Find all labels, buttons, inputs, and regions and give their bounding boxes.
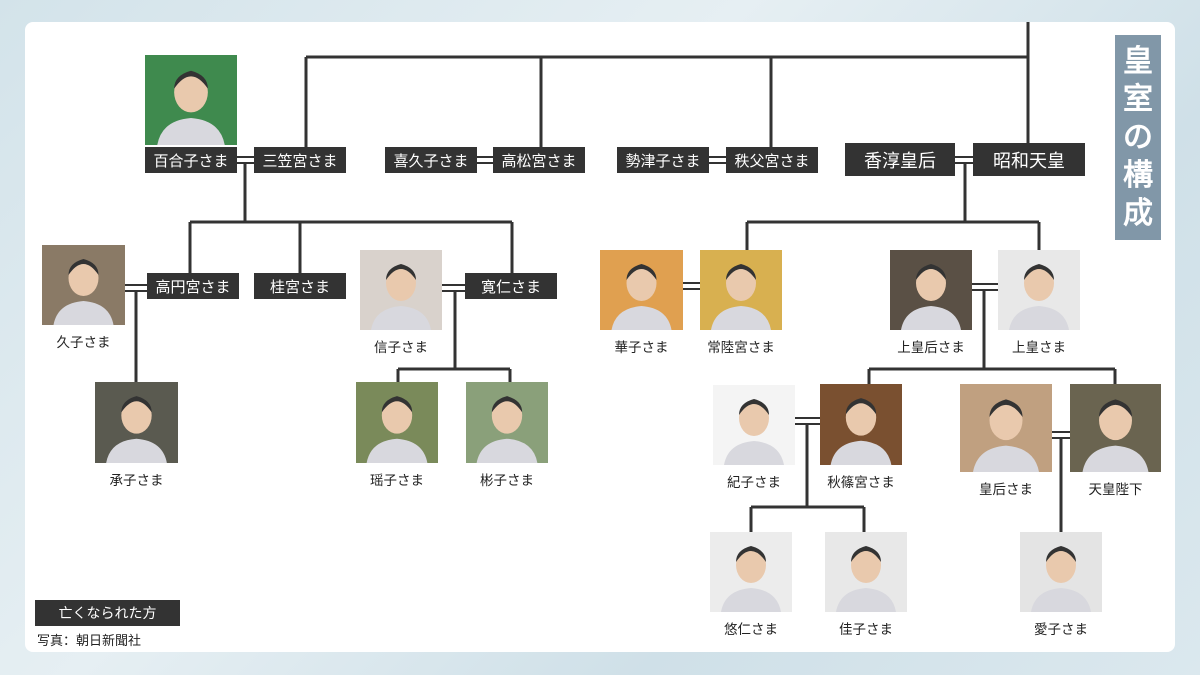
name-label-joukougou: 上皇后さま xyxy=(897,340,965,356)
photo-akishino xyxy=(820,384,902,465)
photo-kougou xyxy=(960,384,1052,472)
name-label-nobuko: 信子さま xyxy=(374,340,428,356)
person-icon xyxy=(476,396,538,463)
photo-nobuko xyxy=(360,250,442,330)
deceased-box-showa: 昭和天皇 xyxy=(973,143,1085,176)
name-label-hisako: 久子さま xyxy=(56,335,111,351)
deceased-box-yuriko: 百合子さま xyxy=(145,147,237,173)
photo-kako xyxy=(825,532,907,612)
title-char: 構 xyxy=(1123,157,1153,193)
person-icon xyxy=(711,264,771,330)
name-label-kougou: 皇后さま xyxy=(979,482,1033,498)
person-icon xyxy=(371,264,431,330)
photo-tsuguko xyxy=(95,382,178,463)
person-icon xyxy=(1031,546,1091,612)
person-icon xyxy=(157,70,225,145)
person-icon xyxy=(106,396,167,463)
person-icon xyxy=(724,399,784,465)
name-label-hanako: 華子さま xyxy=(614,340,669,356)
name-label-joukou: 上皇さま xyxy=(1012,340,1066,356)
photo-kiko xyxy=(713,385,795,465)
person-icon xyxy=(830,398,892,465)
photo-credit: 写真：朝日新聞社 xyxy=(37,634,142,649)
name-label-aiko: 愛子さま xyxy=(1034,622,1088,638)
deceased-box-katsura: 桂宮さま xyxy=(254,273,346,299)
title-char: 成 xyxy=(1123,195,1153,231)
name-label-akishino: 秋篠宮さま xyxy=(827,475,895,491)
person-icon xyxy=(901,264,961,330)
name-label-akiko: 彬子さま xyxy=(480,473,534,489)
deceased-box-tomohito: 寛仁さま xyxy=(465,273,557,299)
deceased-box-kikuko: 喜久子さま xyxy=(385,147,477,173)
name-label-hitachi: 常陸宮さま xyxy=(707,340,775,356)
name-label-kako: 佳子さま xyxy=(839,622,893,638)
photo-hisako xyxy=(42,245,125,325)
deceased-box-takamatsu: 高松宮さま xyxy=(493,147,585,173)
photo-akiko xyxy=(466,382,548,463)
photo-joukougou xyxy=(890,250,972,330)
person-icon xyxy=(1082,399,1149,472)
title-char: 皇 xyxy=(1123,43,1153,79)
person-icon xyxy=(973,399,1039,472)
person-icon xyxy=(611,264,672,330)
person-icon xyxy=(836,546,896,612)
deceased-box-takamado: 高円宮さま xyxy=(147,273,239,299)
deceased-box-setsuko: 勢津子さま xyxy=(617,147,709,173)
name-label-tennou: 天皇陛下 xyxy=(1088,482,1143,498)
photo-aiko xyxy=(1020,532,1102,612)
photo-yoko xyxy=(356,382,438,463)
photo-yuriko xyxy=(145,55,237,145)
name-label-yoko: 瑶子さま xyxy=(370,473,424,489)
person-icon xyxy=(366,396,428,463)
name-label-kiko: 紀子さま xyxy=(727,475,781,491)
deceased-box-chichibu: 秩父宮さま xyxy=(726,147,818,173)
photo-tennou xyxy=(1070,384,1161,472)
name-label-hisahito: 悠仁さま xyxy=(724,622,778,638)
photo-hisahito xyxy=(710,532,792,612)
photo-hanako xyxy=(600,250,683,330)
photo-joukou xyxy=(998,250,1080,330)
person-icon xyxy=(53,259,114,325)
deceased-box-mikasa: 三笠宮さま xyxy=(254,147,346,173)
title-char: の xyxy=(1123,119,1153,155)
chart-title: 皇 室 の 構 成 xyxy=(1115,35,1161,240)
legend-deceased: 亡くなられた方 xyxy=(35,600,180,626)
deceased-box-kojun: 香淳皇后 xyxy=(845,143,955,176)
name-label-tsuguko: 承子さま xyxy=(109,473,164,489)
photo-hitachi xyxy=(700,250,782,330)
person-icon xyxy=(1009,264,1069,330)
title-char: 室 xyxy=(1123,81,1153,117)
person-icon xyxy=(721,546,781,612)
